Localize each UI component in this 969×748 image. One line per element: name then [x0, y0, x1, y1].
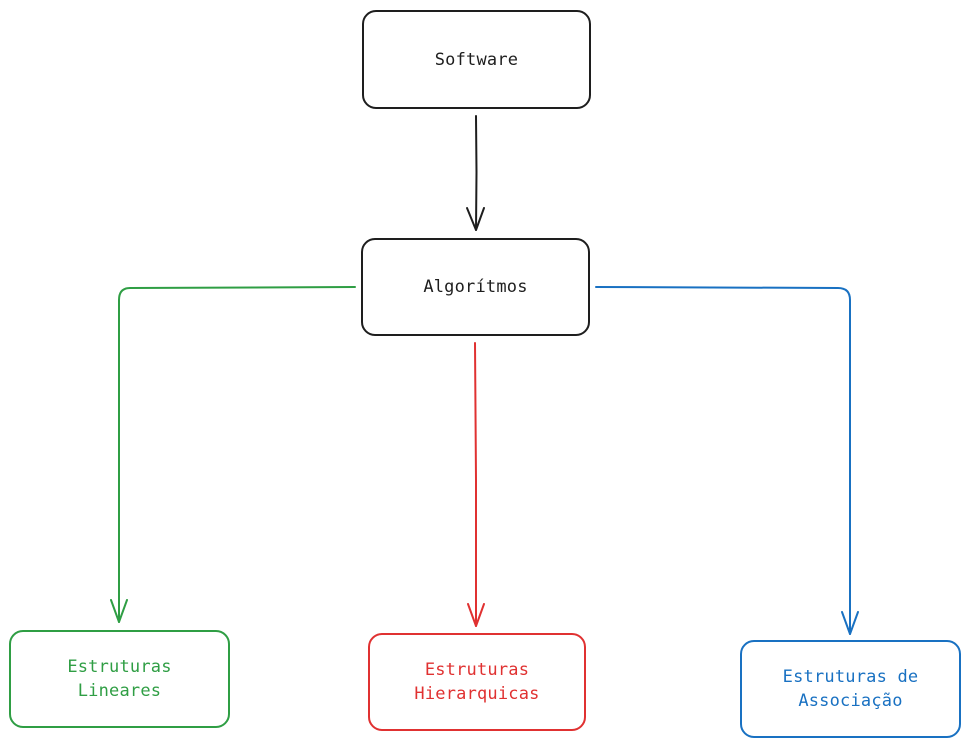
arrow-algoritmos-to-hierarquicas: [467, 342, 485, 627]
arrow-algoritmos-to-lineares: [110, 286, 356, 623]
node-estruturas-hierarquicas-label: Estruturas Hierarquicas: [414, 658, 539, 706]
node-estruturas-lineares-label: Estruturas Lineares: [67, 655, 171, 703]
arrow-software-to-algoritmos: [466, 115, 485, 231]
node-estruturas-hierarquicas-line-1: Estruturas: [424, 660, 530, 680]
node-algoritmos-label: Algorítmos: [423, 277, 528, 297]
node-estruturas-lineares[interactable]: Estruturas Lineares: [9, 630, 230, 728]
arrow-algoritmos-to-associacao: [595, 286, 859, 635]
node-estruturas-de-associacao-label: Estruturas de Associação: [783, 665, 919, 713]
node-estruturas-de-associacao-line-2: Associação: [798, 691, 903, 711]
node-software-label: Software: [434, 49, 519, 70]
node-estruturas-hierarquicas[interactable]: Estruturas Hierarquicas: [368, 633, 586, 731]
node-estruturas-lineares-line-2: Lineares: [77, 681, 162, 701]
node-estruturas-de-associacao-line-1: Estruturas de: [782, 667, 919, 687]
node-estruturas-lineares-line-1: Estruturas: [67, 657, 172, 677]
node-algoritmos[interactable]: Algorítmos: [361, 238, 590, 336]
node-estruturas-hierarquicas-line-2: Hierarquicas: [414, 684, 540, 704]
node-estruturas-de-associacao[interactable]: Estruturas de Associação: [740, 640, 961, 738]
node-software[interactable]: Software: [362, 10, 591, 109]
